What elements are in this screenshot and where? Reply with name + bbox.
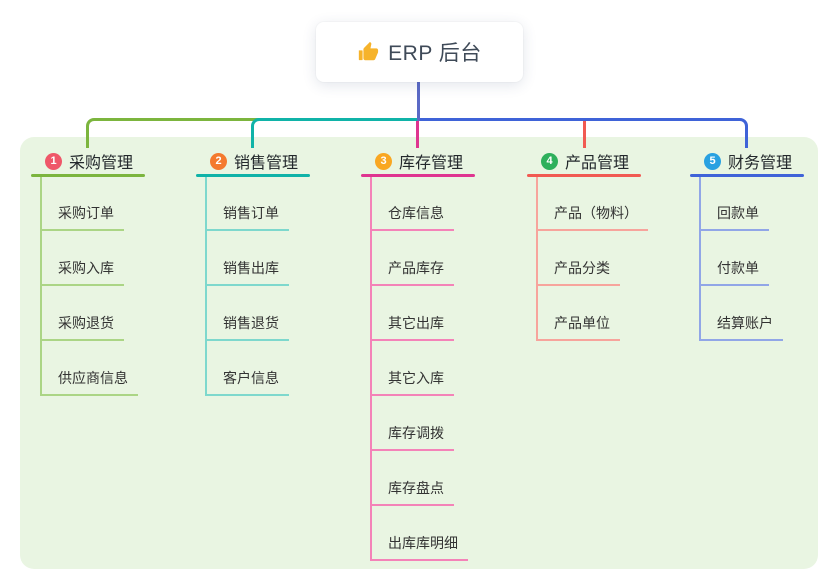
child-node[interactable]: 出库库明细 — [370, 527, 468, 561]
branch-number-badge: 1 — [45, 152, 62, 170]
child-node[interactable]: 仓库信息 — [370, 197, 454, 231]
child-node[interactable]: 销售退货 — [205, 307, 289, 341]
child-node-label: 产品单位 — [554, 315, 610, 331]
branch-underline — [31, 174, 145, 177]
child-node-label: 采购退货 — [58, 315, 114, 331]
branch-node-3[interactable]: 3 库存管理 — [375, 151, 464, 172]
branch-number-badge: 3 — [375, 152, 392, 170]
child-node-label: 出库库明细 — [388, 535, 458, 551]
child-node[interactable]: 产品（物料） — [536, 197, 648, 231]
child-node-label: 产品分类 — [554, 260, 610, 276]
child-node-label: 其它出库 — [388, 315, 444, 331]
child-node-label: 仓库信息 — [388, 205, 444, 221]
root-node-label: ERP 后台 — [388, 42, 482, 65]
branch-node-2[interactable]: 2 销售管理 — [210, 151, 299, 172]
child-node-label: 销售订单 — [223, 205, 279, 221]
child-node[interactable]: 销售出库 — [205, 252, 289, 286]
connector-branch-5 — [419, 118, 748, 148]
child-node-label: 产品库存 — [388, 260, 444, 276]
child-node[interactable]: 回款单 — [699, 197, 769, 231]
connector-root — [417, 82, 420, 121]
thumbs-up-icon — [359, 41, 379, 61]
child-node[interactable]: 产品单位 — [536, 307, 620, 341]
child-node[interactable]: 库存盘点 — [370, 472, 454, 506]
child-node[interactable]: 库存调拨 — [370, 417, 454, 451]
branch-spine — [370, 177, 372, 559]
branch-title: 产品管理 — [565, 155, 630, 172]
child-node-label: 产品（物料） — [554, 205, 638, 221]
child-node-label: 回款单 — [717, 205, 759, 221]
branch-spine — [699, 177, 701, 339]
child-node-label: 供应商信息 — [58, 370, 128, 386]
child-node-label: 库存盘点 — [388, 480, 444, 496]
child-node-label: 客户信息 — [223, 370, 279, 386]
connector-branch-4 — [583, 121, 586, 148]
branch-title: 销售管理 — [234, 155, 299, 172]
branch-spine — [536, 177, 538, 339]
branch-title: 库存管理 — [399, 155, 464, 172]
child-node[interactable]: 其它出库 — [370, 307, 454, 341]
branch-node-5[interactable]: 5 财务管理 — [704, 151, 793, 172]
child-node-label: 销售出库 — [223, 260, 279, 276]
branches-panel — [20, 137, 818, 569]
root-node[interactable]: ERP 后台 — [316, 22, 523, 82]
child-node-label: 结算账户 — [717, 315, 773, 331]
child-node[interactable]: 销售订单 — [205, 197, 289, 231]
connector-branch-3 — [416, 121, 419, 148]
branch-underline — [361, 174, 475, 177]
branch-title: 财务管理 — [728, 155, 793, 172]
child-node[interactable]: 客户信息 — [205, 362, 289, 396]
child-node-label: 销售退货 — [223, 315, 279, 331]
branch-number-badge: 4 — [541, 152, 558, 170]
child-node[interactable]: 产品分类 — [536, 252, 620, 286]
branch-underline — [196, 174, 310, 177]
child-node-label: 采购订单 — [58, 205, 114, 221]
branch-title: 采购管理 — [69, 155, 134, 172]
child-node[interactable]: 产品库存 — [370, 252, 454, 286]
child-node[interactable]: 结算账户 — [699, 307, 783, 341]
branch-number-badge: 5 — [704, 152, 721, 170]
child-node[interactable]: 其它入库 — [370, 362, 454, 396]
branch-node-1[interactable]: 1 采购管理 — [45, 151, 134, 172]
branch-number-badge: 2 — [210, 152, 227, 170]
child-node[interactable]: 采购退货 — [40, 307, 124, 341]
child-node[interactable]: 付款单 — [699, 252, 769, 286]
child-node-label: 付款单 — [717, 260, 759, 276]
child-node-label: 采购入库 — [58, 260, 114, 276]
branch-node-4[interactable]: 4 产品管理 — [541, 151, 630, 172]
child-node[interactable]: 供应商信息 — [40, 362, 138, 396]
child-node[interactable]: 采购订单 — [40, 197, 124, 231]
branch-underline — [690, 174, 804, 177]
child-node-label: 其它入库 — [388, 370, 444, 386]
child-node[interactable]: 采购入库 — [40, 252, 124, 286]
connector-branch-2 — [251, 118, 420, 148]
child-node-label: 库存调拨 — [388, 425, 444, 441]
branch-underline — [527, 174, 641, 177]
